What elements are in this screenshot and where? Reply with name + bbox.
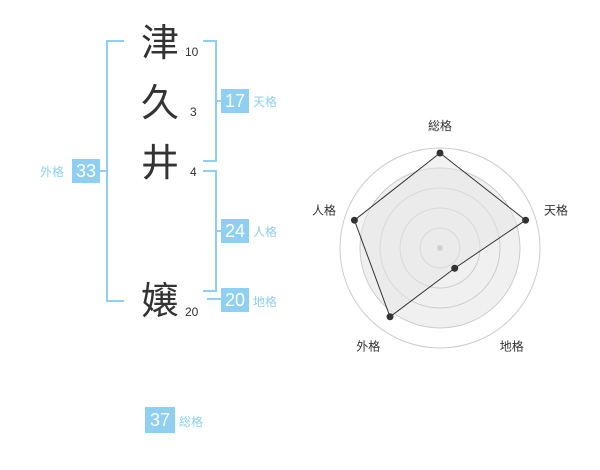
name-char-3-strokes: 4 [190,165,197,179]
jinkaku-bracket [203,170,217,292]
tenkaku-badge: 17 [221,89,249,113]
radar-point-4 [386,313,394,321]
radar-axis-label-3: 地格 [500,339,524,354]
soukaku-label: 総格 [179,415,204,429]
jinkaku-label: 人格 [253,225,278,239]
radar-point-1 [436,149,444,157]
name-char-1: 津 [141,21,180,65]
chikaku-bracket-tick [207,298,221,300]
radar-point-3 [451,264,459,272]
radar-point-5 [350,216,358,224]
name-char-4-strokes: 20 [185,305,199,319]
jinkaku-badge: 24 [221,219,249,243]
soukaku-badge: 37 [145,407,175,433]
gaikaku-bracket-tick [100,170,106,172]
name-char-2: 久 [141,81,180,125]
gaikaku-bracket [106,40,124,302]
gaikaku-badge: 33 [72,159,100,183]
name-char-2-strokes: 3 [190,105,197,119]
radar-axis-label-5: 人格 [312,202,336,217]
radar-point-2 [522,216,530,224]
gaikaku-label: 外格 [40,165,65,179]
chikaku-label: 地格 [253,295,278,309]
jinkaku-bracket-tick [217,230,221,232]
name-char-1-strokes: 10 [185,45,199,59]
tenkaku-bracket-tick [217,100,221,102]
name-char-3: 井 [141,141,180,185]
tenkaku-bracket [203,40,217,162]
radar-axis-label-4: 外格 [356,339,380,354]
radar-series-polygon [353,152,527,318]
tenkaku-label: 天格 [253,95,278,109]
chikaku-badge: 20 [221,288,249,312]
radar-axis-label-2: 天格 [544,202,568,217]
radar-axis-label-1: 総格 [428,118,452,133]
name-char-4: 嬢 [141,279,180,323]
